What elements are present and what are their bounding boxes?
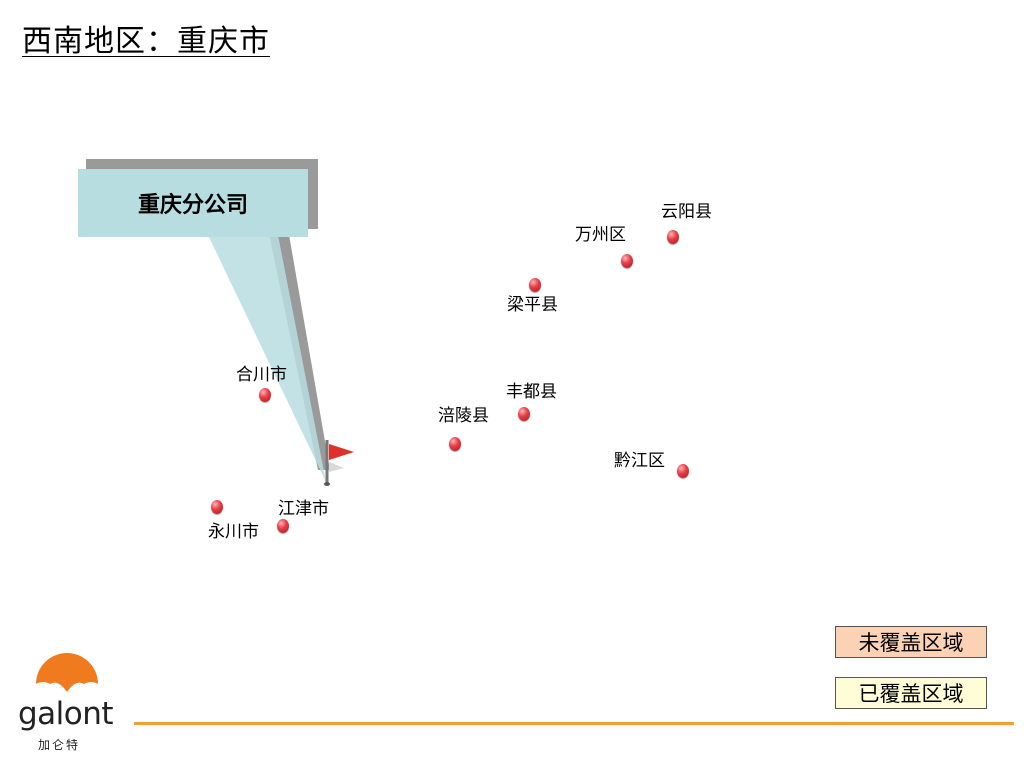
- place-label-qianjiang: 黔江区: [614, 451, 665, 471]
- place-label-fuling: 涪陵县: [438, 406, 489, 426]
- place-marker-hechuan[interactable]: [259, 388, 271, 402]
- place-marker-qianjiang[interactable]: [677, 464, 689, 478]
- place-label-hechuan: 合川市: [236, 365, 287, 385]
- place-marker-fengdu[interactable]: [518, 407, 530, 421]
- place-marker-yongchuan[interactable]: [211, 500, 223, 514]
- legend-covered: 已覆盖区域: [835, 677, 987, 709]
- place-label-jiangjin: 江津市: [278, 499, 329, 519]
- logo-subtitle: 加仑特: [38, 738, 81, 752]
- place-label-wanzhou: 万州区: [575, 225, 626, 245]
- place-marker-wanzhou[interactable]: [621, 254, 633, 268]
- logo-sun-icon: [36, 653, 98, 692]
- place-marker-liangping[interactable]: [529, 278, 541, 292]
- branch-callout-label: 重庆分公司: [137, 193, 248, 218]
- place-label-yongchuan: 永川市: [208, 522, 259, 542]
- page-title: 西南地区：重庆市: [22, 24, 270, 59]
- company-logo: galont 加仑特: [18, 646, 128, 756]
- place-marker-jiangjin[interactable]: [277, 519, 289, 533]
- legend-uncovered: 未覆盖区域: [835, 626, 987, 658]
- flag-pin-icon[interactable]: [322, 438, 358, 488]
- legend-uncovered-label: 未覆盖区域: [858, 631, 964, 655]
- place-label-liangping: 梁平县: [507, 295, 558, 315]
- logo-brand-text: galont: [18, 696, 114, 732]
- place-marker-fuling[interactable]: [449, 437, 461, 451]
- place-label-yunyang: 云阳县: [661, 202, 712, 222]
- legend-covered-label: 已覆盖区域: [858, 682, 964, 706]
- place-marker-yunyang[interactable]: [667, 230, 679, 244]
- footer-divider: [134, 722, 1014, 725]
- place-label-fengdu: 丰都县: [506, 382, 557, 402]
- branch-callout[interactable]: 重庆分公司: [78, 169, 308, 237]
